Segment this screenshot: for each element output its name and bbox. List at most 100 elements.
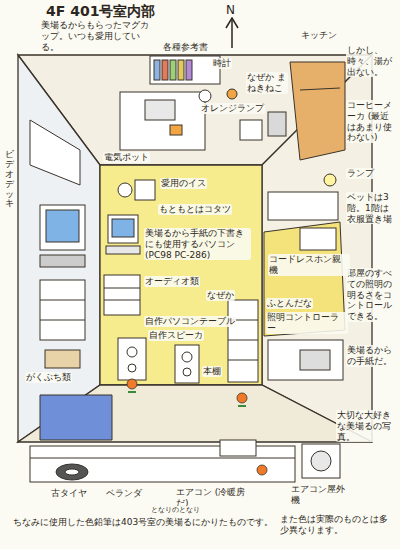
drawing-stroke <box>182 352 192 362</box>
note-label: となりのとなり <box>150 506 201 514</box>
drawing-stroke <box>302 444 340 478</box>
note-label: コードレスホン親機 <box>268 254 350 276</box>
note-label: ベランダ <box>105 488 143 499</box>
drawing-stroke <box>30 458 295 459</box>
drawing-stroke <box>240 120 262 140</box>
drawing-stroke <box>128 391 136 393</box>
drawing-stroke <box>300 88 340 90</box>
note-label: 照明コントローラー <box>266 312 348 334</box>
drawing-stroke <box>228 300 258 382</box>
note-label: 大切な大好きな美場るの写真。 <box>336 410 396 442</box>
drawing-stroke <box>127 379 137 389</box>
drawing-stroke <box>40 205 85 250</box>
drawing-stroke <box>220 440 256 456</box>
drawing-stroke <box>40 280 85 340</box>
drawing-stroke <box>100 165 262 385</box>
drawing-stroke <box>237 393 247 403</box>
note-label: ふとんだな <box>266 298 313 309</box>
note-label: もともとはコタツ <box>158 204 232 215</box>
note-label: しかし、時々、湯が出ない。 <box>346 45 396 77</box>
room-frame <box>18 55 372 442</box>
drawing-stroke <box>178 60 184 80</box>
note-label: 自作パソコンテーブル <box>144 316 236 327</box>
drawing-stroke <box>18 385 372 442</box>
note-label: なぜか <box>206 290 235 301</box>
note-label: 美場るからもらったマグカップ。いつも愛用している。 <box>40 20 157 52</box>
note-label: また色は実際のものとは多少異なります。 <box>279 514 396 536</box>
drawing-stroke <box>145 100 175 120</box>
drawing-stroke <box>127 347 137 357</box>
flowers <box>127 379 267 475</box>
drawing-stroke <box>268 192 338 220</box>
drawing-stroke <box>106 246 140 254</box>
drawing-stroke <box>290 62 345 160</box>
drawing-stroke <box>311 451 331 471</box>
note-label: 電気ポット <box>103 152 150 163</box>
note-label: ビデオデッキ <box>4 150 15 209</box>
drawing-stroke <box>40 255 85 267</box>
note-label: 美場るからの手紙だ。 <box>346 345 396 367</box>
drawing-stroke <box>162 60 168 80</box>
drawing-stroke <box>300 350 330 370</box>
drawing-stroke <box>227 89 237 99</box>
drawing-stroke <box>135 180 155 200</box>
drawing-stroke <box>112 219 134 237</box>
note-label: 各種参考書 <box>162 42 209 53</box>
drawing-stroke <box>154 60 160 80</box>
note-label: 古タイヤ <box>50 488 88 499</box>
note-label: 時計 <box>212 58 232 69</box>
note-label: 部屋のすべての照明の明るさをコントロールできる。 <box>346 268 396 322</box>
note-label: オレンジランプ <box>200 103 265 114</box>
drawing-stroke <box>46 210 79 242</box>
drawing-stroke <box>228 360 258 361</box>
note-label: 美場るから手紙の下書きにも使用するパソコン(PC98 PC-286) <box>144 228 251 260</box>
balcony <box>30 395 340 482</box>
note-label: ランプ <box>346 168 375 179</box>
drawing-stroke <box>65 469 79 475</box>
drawing-stroke <box>268 340 343 380</box>
drawing-stroke <box>150 56 220 84</box>
note-label: がくぶち類 <box>25 372 72 383</box>
drawing-stroke <box>199 90 211 102</box>
bed <box>264 174 345 380</box>
page-title: 4F 401号室内部 <box>45 3 156 20</box>
drawing-stroke <box>186 60 192 80</box>
drawing-stroke <box>170 125 182 135</box>
note-label: キッチン <box>300 30 338 41</box>
speakers <box>118 300 258 383</box>
drawing-stroke <box>30 120 80 185</box>
note-label: 自作スピーカ <box>148 330 204 341</box>
drawing-stroke <box>40 320 85 321</box>
north-mark: N <box>225 3 236 17</box>
drawing-stroke <box>18 55 100 442</box>
north-arrow <box>226 18 238 48</box>
note-label: オーディオ類 <box>144 276 200 287</box>
drawing-stroke <box>104 288 140 289</box>
drawing-stroke <box>300 228 336 250</box>
drawing-stroke <box>40 395 112 440</box>
drawing-stroke <box>128 364 136 372</box>
drawing-stroke <box>257 465 267 475</box>
drawing-stroke <box>118 338 146 380</box>
note-label: 本棚 <box>202 366 222 377</box>
note-label: ベットは3階。1階は衣服置き場 <box>346 192 396 224</box>
drawing-stroke <box>268 112 286 136</box>
drawing-stroke <box>40 300 85 301</box>
note-label: コーヒーメーカ (最近はあまり使わない) <box>346 100 396 143</box>
drawing-stroke <box>226 18 238 28</box>
drawing-stroke <box>238 405 246 407</box>
note-label: なぜか まねきねこ <box>246 72 288 94</box>
drawing-stroke <box>231 20 233 48</box>
left-wall-items <box>30 120 85 368</box>
drawing-stroke <box>108 215 138 243</box>
drawing-stroke <box>183 368 191 376</box>
drawing-stroke <box>324 174 336 186</box>
drawing-stroke <box>175 345 199 383</box>
caption: ちなみに使用した色鉛筆は403号室の美場るにかりたものです。 <box>12 517 274 528</box>
drawing-stroke <box>104 275 140 315</box>
drawing-stroke <box>56 464 88 480</box>
drawing-stroke <box>228 340 258 341</box>
drawing-stroke <box>170 60 176 80</box>
drawing-stroke <box>104 300 140 301</box>
